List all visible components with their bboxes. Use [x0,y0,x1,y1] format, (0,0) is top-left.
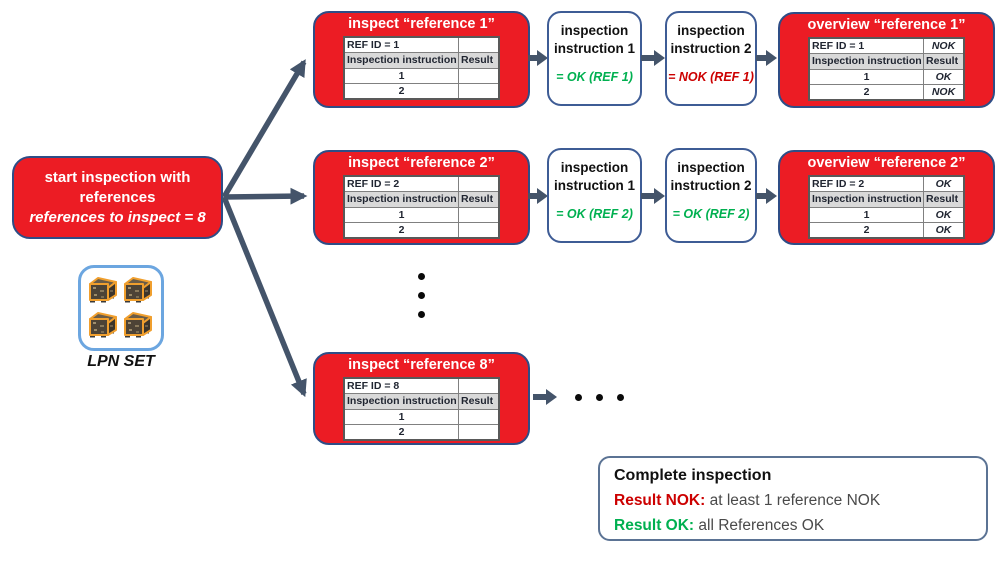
result-header-cell: Result [458,52,500,69]
instruction-label: inspection [677,160,745,175]
arrow-instr1-to-instr2-ref2 [641,193,655,199]
inspect-reference-2-title: inspect “reference 2” [348,155,495,171]
arrow-inspect1-to-instr1 [528,55,538,61]
arrow-inspect8-continuation [533,394,547,400]
inspect-reference-8-title: inspect “reference 8” [348,357,495,373]
instruction-1-cell: 1 [808,68,924,85]
result-nok-text: at least 1 reference NOK [705,492,881,509]
lpn-set-label: LPN SET [87,353,155,370]
instruction-1-ref2-box: inspection instruction 1 = OK (REF 2) [547,148,642,243]
inspect-reference-8-box: inspect “reference 8” REF ID = 8 Inspect… [313,352,530,445]
instruction-number: instruction 2 [670,41,752,56]
crates-icon [89,277,152,339]
instruction-header-cell: Inspection instruction [808,53,924,70]
instruction-2-ref2-box: inspection instruction 2 = OK (REF 2) [665,148,757,243]
instruction-1-cell: 1 [343,408,459,425]
instruction-number: instruction 1 [553,41,635,56]
instruction-header-cell: Inspection instruction [343,191,459,208]
complete-inspection-title: Complete inspection [614,467,772,484]
inspect-reference-2-box: inspect “reference 2” REF ID = 2 Inspect… [313,150,530,245]
instruction-2-result-cell: NOK [923,83,965,101]
result-ok-line: Result OK: all References OK [614,513,972,538]
instruction-1-ref1-box: inspection instruction 1 = OK (REF 1) [547,11,642,106]
instruction-1-result-cell: OK [923,68,965,85]
instruction-header-cell: Inspection instruction [343,52,459,69]
ref-id-cell: REF ID = 1 [808,37,924,55]
complete-inspection-box: Complete inspection Result NOK: at least… [598,456,988,541]
overview-reference-2-title: overview “reference 2” [807,155,966,171]
empty-cell [458,221,500,239]
result-ok-text: all References OK [694,517,825,534]
arrow-instr2-to-overview-ref1 [756,55,767,61]
result-ok-label: Result OK: [614,517,695,534]
empty-cell [458,82,500,100]
ref-result-cell: NOK [923,37,965,55]
result-header-cell: Result [923,191,965,208]
instruction-result: = NOK (REF 1) [668,70,754,84]
empty-cell [458,206,500,223]
empty-cell [458,408,500,425]
result-nok-line: Result NOK: at least 1 reference NOK [614,488,972,513]
empty-cell [458,377,500,395]
lpn-set-icon [78,265,164,351]
result-header-cell: Result [923,53,965,70]
inspect-reference-1-title: inspect “reference 1” [348,16,495,32]
instruction-2-result-cell: OK [923,221,965,239]
start-box-title: start inspection with references [44,168,191,206]
instruction-2-cell: 2 [808,83,924,101]
instruction-2-cell: 2 [343,221,459,239]
instruction-header-cell: Inspection instruction [343,393,459,410]
fanout-arrows [222,59,308,398]
instruction-2-cell: 2 [343,423,459,441]
empty-cell [458,423,500,441]
arrow-instr2-to-overview-ref2 [756,193,767,199]
ref-id-cell: REF ID = 2 [808,175,924,193]
instruction-result: = OK (REF 2) [672,207,750,221]
instruction-number: instruction 1 [553,178,635,193]
instruction-2-cell: 2 [343,82,459,100]
instruction-header-cell: Inspection instruction [808,191,924,208]
result-nok-label: Result NOK: [614,492,706,509]
arrow-inspect2-to-instr1 [528,193,538,199]
instruction-number: instruction 2 [670,178,752,193]
result-header-cell: Result [458,393,500,410]
result-header-cell: Result [458,191,500,208]
vertical-ellipsis-dot [418,292,425,299]
instruction-result: = OK (REF 1) [556,70,633,84]
instruction-2-ref1-box: inspection instruction 2 = NOK (REF 1) [665,11,757,106]
start-box-subtitle: references to inspect = 8 [29,208,206,226]
empty-cell [458,36,500,54]
instruction-2-cell: 2 [808,221,924,239]
horizontal-ellipsis-dot [617,394,624,401]
horizontal-ellipsis-dot [575,394,582,401]
instruction-1-cell: 1 [343,206,459,223]
empty-cell [458,175,500,193]
instruction-label: inspection [560,23,629,38]
horizontal-ellipsis-dot [596,394,603,401]
instruction-1-cell: 1 [343,67,459,84]
overview-reference-1-title: overview “reference 1” [807,17,966,33]
vertical-ellipsis-dot [418,273,425,280]
ref-id-cell: REF ID = 2 [343,175,459,193]
ref-id-cell: REF ID = 8 [343,377,459,395]
instruction-1-result-cell: OK [923,206,965,223]
ref-result-cell: OK [923,175,965,193]
ref-id-cell: REF ID = 1 [343,36,459,54]
instruction-result: = OK (REF 2) [556,207,633,221]
empty-cell [458,67,500,84]
instruction-label: inspection [677,23,745,38]
instruction-1-cell: 1 [808,206,924,223]
inspect-reference-1-box: inspect “reference 1” REF ID = 1 Inspect… [313,11,530,108]
start-inspection-box: start inspection with references referen… [12,156,223,239]
arrow-instr1-to-instr2-ref1 [641,55,655,61]
vertical-ellipsis-dot [418,311,425,318]
instruction-label: inspection [560,160,629,175]
